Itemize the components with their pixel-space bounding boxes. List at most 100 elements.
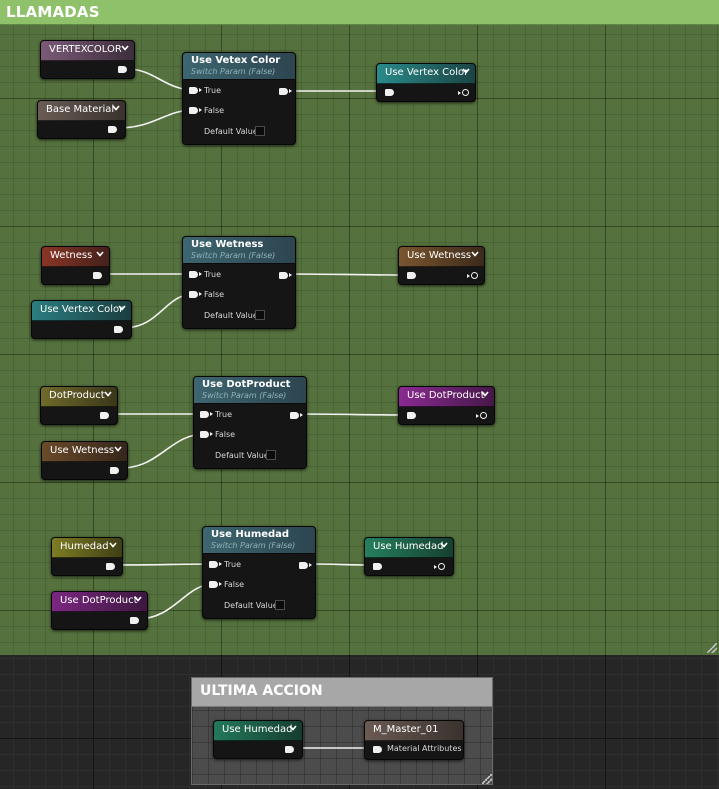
getter-node-wetness[interactable]: Wetness <box>41 246 110 285</box>
node-header[interactable]: VERTEXCOLOR <box>41 41 134 61</box>
chevron-down-icon[interactable] <box>118 304 126 312</box>
node-title: Use DotProduct <box>60 595 138 606</box>
node-header[interactable]: Use Vertex Color <box>32 301 131 321</box>
input-pin[interactable] <box>209 561 218 568</box>
output-pin[interactable] <box>110 467 119 474</box>
default-value-checkbox[interactable] <box>255 126 265 136</box>
input-pin[interactable] <box>200 411 209 418</box>
default-value-label: Default Value <box>215 451 269 460</box>
node-title: Base Material <box>46 104 115 115</box>
getter-node-dotproduct[interactable]: DotProduct <box>40 386 118 425</box>
node-header[interactable]: Use Humedad Switch Param (False) <box>203 527 315 554</box>
material-output-node[interactable]: M_Master_01 Material Attributes <box>364 720 464 760</box>
comment-title: LLAMADAS <box>6 3 100 21</box>
input-pin[interactable] <box>189 291 198 298</box>
node-header[interactable]: Base Material <box>38 101 125 121</box>
chevron-down-icon[interactable] <box>112 104 120 112</box>
setter-node-use-humedad[interactable]: Use Humedad <box>364 537 454 576</box>
comment-resize-handle[interactable] <box>707 643 717 653</box>
output-pin[interactable] <box>279 272 288 279</box>
pin-arrow-icon <box>199 108 202 112</box>
switch-node-use-wetness[interactable]: Use Wetness Switch Param (False) True Fa… <box>182 236 296 329</box>
node-title: Use Vertex Color <box>40 304 124 315</box>
chevron-down-icon[interactable] <box>440 541 448 549</box>
input-pin[interactable] <box>373 746 382 753</box>
pin-arrow-icon <box>199 292 202 296</box>
setter-node-use-vertex-color[interactable]: Use Vertex Color <box>376 63 476 102</box>
chevron-down-icon[interactable] <box>104 390 112 398</box>
setter-node-use-wetness[interactable]: Use Wetness <box>398 246 485 285</box>
node-title: Wetness <box>50 250 93 261</box>
node-header[interactable]: Use DotProduct <box>399 387 494 407</box>
node-title: Use Wetness <box>191 239 264 250</box>
node-header[interactable]: Use Wetness <box>42 442 127 462</box>
node-title: Use Vetex Color <box>191 55 281 66</box>
input-pin[interactable] <box>200 431 209 438</box>
node-header[interactable]: DotProduct <box>41 387 117 407</box>
output-pin[interactable] <box>93 272 102 279</box>
chevron-down-icon[interactable] <box>462 67 470 75</box>
chevron-down-icon[interactable] <box>134 595 142 603</box>
pin-arrow-icon <box>210 412 213 416</box>
default-value-checkbox[interactable] <box>266 450 276 460</box>
getter-node-vertexcolor[interactable]: VERTEXCOLOR <box>40 40 135 79</box>
output-pin[interactable] <box>100 412 109 419</box>
setter-node-use-dotproduct[interactable]: Use DotProduct <box>398 386 495 425</box>
input-pin[interactable] <box>373 563 382 570</box>
output-pin[interactable] <box>130 617 139 624</box>
pin-arrow-icon <box>289 89 292 93</box>
wire <box>296 413 408 416</box>
output-pin[interactable] <box>108 126 117 133</box>
getter-node-use-vertex-color[interactable]: Use Vertex Color <box>31 300 132 339</box>
node-header[interactable]: M_Master_01 <box>365 721 463 741</box>
node-header[interactable]: Use Vetex Color Switch Param (False) <box>183 53 295 80</box>
output-pin[interactable] <box>118 66 127 73</box>
node-header[interactable]: Use Wetness Switch Param (False) <box>183 237 295 264</box>
output-pin[interactable] <box>290 412 299 419</box>
comment-title-bar[interactable]: LLAMADAS <box>0 0 719 25</box>
input-pin[interactable] <box>189 271 198 278</box>
node-header[interactable]: Use Humedad <box>214 721 302 741</box>
getter-node-base-material[interactable]: Base Material <box>37 100 126 139</box>
switch-node-use-vetex-color[interactable]: Use Vetex Color Switch Param (False) Tru… <box>182 52 296 145</box>
output-ring-pin[interactable] <box>434 563 445 570</box>
switch-node-use-dotproduct[interactable]: Use DotProduct Switch Param (False) True… <box>193 376 307 469</box>
chevron-down-icon[interactable] <box>121 44 129 52</box>
input-pin[interactable] <box>385 89 394 96</box>
chevron-down-icon[interactable] <box>109 541 117 549</box>
chevron-down-icon[interactable] <box>114 445 122 453</box>
comment-title-bar[interactable]: ULTIMA ACCION <box>192 678 492 707</box>
getter-node-use-humedad[interactable]: Use Humedad <box>213 720 303 759</box>
output-pin[interactable] <box>285 746 294 753</box>
input-pin[interactable] <box>407 272 416 279</box>
output-ring-pin[interactable] <box>476 412 487 419</box>
switch-node-use-humedad[interactable]: Use Humedad Switch Param (False) True Fa… <box>202 526 316 619</box>
output-ring-pin[interactable] <box>467 272 478 279</box>
chevron-down-icon[interactable] <box>96 250 104 258</box>
output-pin[interactable] <box>114 326 123 333</box>
node-header[interactable]: Wetness <box>42 247 109 267</box>
node-header[interactable]: Use Wetness <box>399 247 484 267</box>
node-header[interactable]: Use DotProduct <box>52 592 147 612</box>
node-header[interactable]: Use Vertex Color <box>377 64 475 84</box>
output-ring-pin[interactable] <box>458 89 469 96</box>
chevron-down-icon[interactable] <box>289 724 297 732</box>
getter-node-humedad[interactable]: Humedad <box>51 537 123 576</box>
input-pin[interactable] <box>189 87 198 94</box>
node-header[interactable]: Use DotProduct Switch Param (False) <box>194 377 306 404</box>
input-pin[interactable] <box>407 412 416 419</box>
node-header[interactable]: Use Humedad <box>365 538 453 558</box>
input-pin[interactable] <box>189 107 198 114</box>
getter-node-use-dotproduct[interactable]: Use DotProduct <box>51 591 148 630</box>
getter-node-use-wetness[interactable]: Use Wetness <box>41 441 128 480</box>
chevron-down-icon[interactable] <box>481 390 489 398</box>
comment-resize-handle[interactable] <box>482 774 492 784</box>
chevron-down-icon[interactable] <box>471 250 479 258</box>
node-header[interactable]: Humedad <box>52 538 122 558</box>
output-pin[interactable] <box>279 88 288 95</box>
default-value-checkbox[interactable] <box>275 600 285 610</box>
output-pin[interactable] <box>299 562 308 569</box>
input-pin[interactable] <box>209 581 218 588</box>
output-pin[interactable] <box>106 563 115 570</box>
default-value-checkbox[interactable] <box>255 310 265 320</box>
